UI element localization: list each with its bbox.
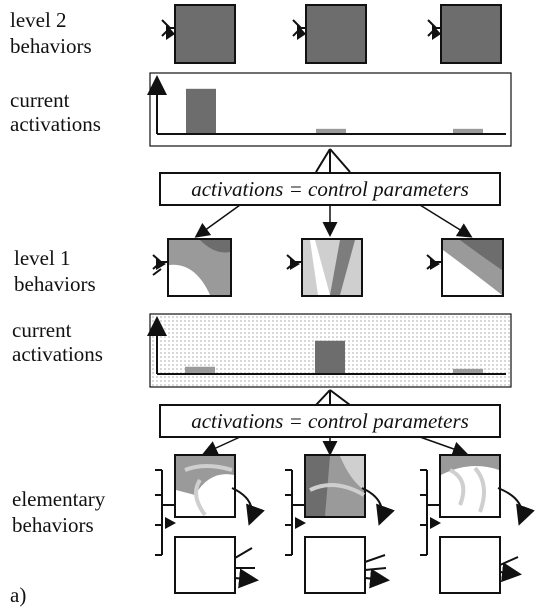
label-elementary-line1: elementary xyxy=(12,487,106,511)
equation-text-1: activations = control parameters xyxy=(191,177,469,201)
label-elementary-line2: behaviors xyxy=(12,513,94,537)
equation-text-2: activations = control parameters xyxy=(191,409,469,433)
curved-arrow-icon xyxy=(497,487,535,526)
level1-behavior-2 xyxy=(286,238,363,297)
equation-box-1: activations = control parameters xyxy=(159,172,501,206)
curved-arrow-icon xyxy=(231,487,265,526)
input-ports-icon xyxy=(427,19,441,37)
label-current-b-line2: activations xyxy=(12,342,103,366)
activation-plot-level2 xyxy=(147,72,512,147)
level1-behavior-1 xyxy=(152,238,232,297)
panel-label: a) xyxy=(10,583,26,607)
label-level2-line2: behaviors xyxy=(10,34,92,58)
curved-arrow-icon xyxy=(361,487,395,526)
activation-bar-3 xyxy=(453,368,483,373)
activation-bar-1 xyxy=(186,88,216,133)
connector-lines-a xyxy=(315,148,351,173)
output-arrows-icon xyxy=(500,557,518,574)
level2-behavior-1 xyxy=(161,4,236,64)
input-ports-icon xyxy=(292,19,306,37)
level2-behavior-3 xyxy=(427,4,502,64)
activation-plot-level1 xyxy=(147,313,512,388)
output-arrows-icon xyxy=(364,554,386,580)
activation-bar-2 xyxy=(315,340,345,373)
arrows-to-level1 xyxy=(194,204,473,238)
activation-bar-1 xyxy=(185,366,215,373)
level1-behavior-3 xyxy=(426,238,504,297)
elementary-behavior-2 xyxy=(285,454,395,593)
input-ports-icon xyxy=(161,19,175,37)
level2-behavior-2 xyxy=(292,4,367,64)
label-level1-line1: level 1 xyxy=(14,246,71,270)
label-current-a-line1: current xyxy=(10,88,70,112)
activation-bar-3 xyxy=(453,128,483,133)
elementary-behavior-3 xyxy=(420,454,535,594)
label-current-b-line1: current xyxy=(12,318,72,342)
label-level2-line1: level 2 xyxy=(10,8,67,32)
arrows-to-elementary xyxy=(202,436,468,457)
elementary-behavior-1 xyxy=(155,454,265,593)
label-current-a-line2: activations xyxy=(10,112,101,136)
connector-lines-b xyxy=(315,389,351,406)
label-level1-line2: behaviors xyxy=(14,272,96,296)
output-arrows-icon xyxy=(234,547,255,580)
activation-bar-2 xyxy=(316,128,346,133)
equation-box-2: activations = control parameters xyxy=(159,404,501,438)
